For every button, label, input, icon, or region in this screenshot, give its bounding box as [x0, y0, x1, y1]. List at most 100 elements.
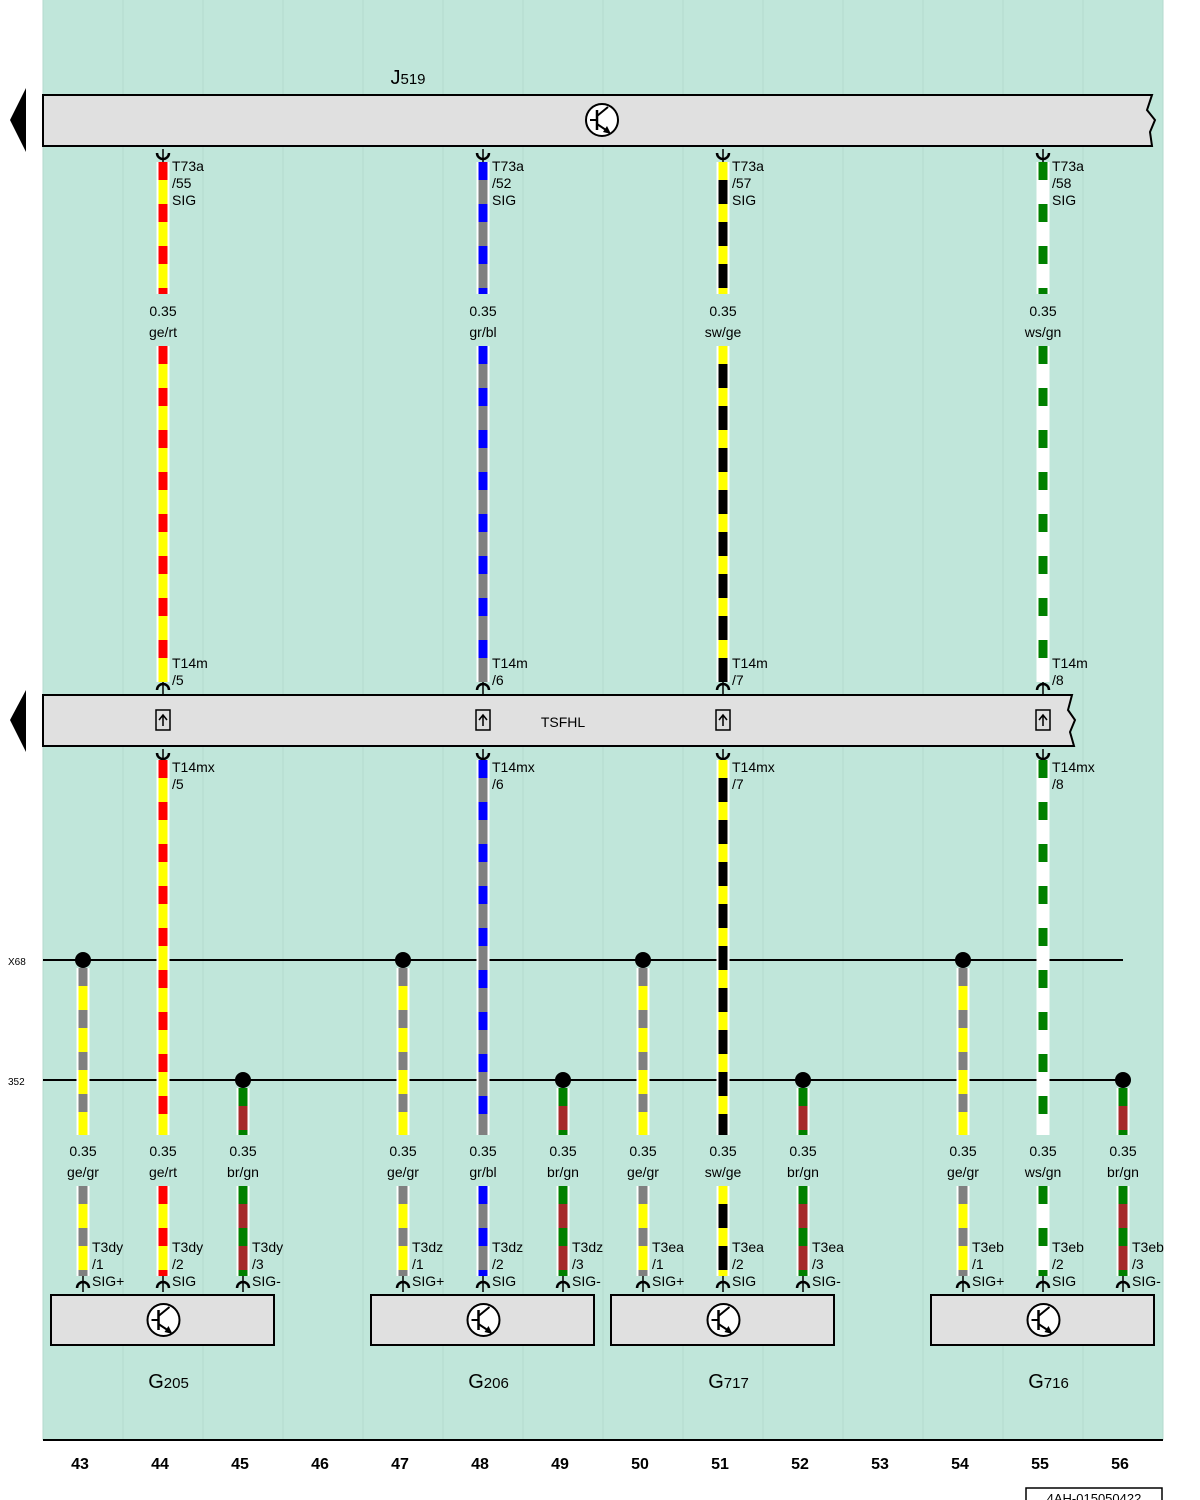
track-number: 45: [231, 1456, 249, 1473]
splice-dot: [955, 952, 971, 968]
sensor-pin-label: T3dy: [92, 1239, 123, 1255]
doc-id-box: [1025, 1487, 1163, 1500]
transistor-circle: [466, 1303, 501, 1337]
t14mx-pin-label: T14mx: [732, 759, 775, 775]
top-pin-label: T73a: [732, 158, 764, 174]
splice-dot: [635, 952, 651, 968]
t14m-pin-label: T14m: [172, 655, 208, 671]
wire-color-code: ge/gr: [67, 1164, 99, 1180]
wire-color-code: ge/gr: [947, 1164, 979, 1180]
module-label-j519: J519: [390, 67, 425, 89]
transistor-circle: [585, 103, 619, 137]
sensor-pin-label: SIG: [732, 1273, 756, 1289]
transistor-arrow: [603, 126, 611, 134]
top-pin-label: /58: [1052, 175, 1072, 191]
wire-color-code: ge/gr: [387, 1164, 419, 1180]
wires: [76, 162, 1130, 1276]
terminal-arrow: [1038, 713, 1048, 726]
wire-color-code: sw/ge: [705, 1164, 742, 1180]
track-number: 44: [151, 1456, 169, 1473]
sensor-pin-label: /2: [492, 1256, 504, 1272]
terminal-icon: [475, 709, 491, 731]
wire-color-code: br/gn: [787, 1164, 819, 1180]
track-number: 56: [1111, 1456, 1129, 1473]
splice-dot: [555, 1072, 571, 1088]
wire-color-code: ws/gn: [1024, 1164, 1062, 1180]
sensor-pin-label: T3eb: [1132, 1239, 1164, 1255]
track-number: 50: [631, 1456, 649, 1473]
t14m-pin-label: /8: [1052, 672, 1064, 688]
sensor-pin-label: /2: [732, 1256, 744, 1272]
t14mx-pin-label: /5: [172, 776, 184, 792]
top-pin-label: /55: [172, 175, 192, 191]
t14mx-pin-label: T14mx: [492, 759, 535, 775]
sensor-pin-label: T3ea: [732, 1239, 764, 1255]
wire-color-code: sw/ge: [705, 324, 742, 340]
sensor-pin-label: SIG: [172, 1273, 196, 1289]
sensor-pin-label: /1: [652, 1256, 664, 1272]
transistor-collector: [1037, 1306, 1051, 1317]
splice-dot: [75, 952, 91, 968]
wire-color-code: br/gn: [227, 1164, 259, 1180]
transistor-arrow: [724, 1326, 733, 1334]
terminal-icon: [155, 709, 171, 731]
t14m-pin-label: T14m: [1052, 655, 1088, 671]
top-pin-label: /57: [732, 175, 752, 191]
transistor-icon: [146, 1303, 181, 1337]
wire-gauge: 0.35: [149, 303, 176, 319]
terminal-arrow: [718, 713, 728, 726]
terminal-icon: [1035, 709, 1051, 731]
wire-color-code: ws/gn: [1024, 324, 1062, 340]
terminal-arrow: [158, 713, 168, 726]
transistor-arrow: [1044, 1326, 1053, 1334]
track-number: 53: [871, 1456, 889, 1473]
sensor-pin-label: /2: [1052, 1256, 1064, 1272]
top-pin-label: SIG: [732, 192, 756, 208]
connector-bar-tsfhl: [42, 694, 1077, 747]
wire-gauge: 0.35: [629, 1143, 656, 1159]
sensor-pin-label: /2: [172, 1256, 184, 1272]
transistor-icon: [1026, 1303, 1061, 1337]
sensor-pin-label: /3: [812, 1256, 824, 1272]
sensor-pin-label: /3: [252, 1256, 264, 1272]
t14mx-pin-label: /8: [1052, 776, 1064, 792]
sensor-pin-label: SIG+: [92, 1273, 124, 1289]
wire-gauge: 0.35: [69, 1143, 96, 1159]
wire-color-code: ge/rt: [149, 1164, 177, 1180]
sensor-pin-label: T3dz: [572, 1239, 603, 1255]
wire-gauge: 0.35: [389, 1143, 416, 1159]
sensor-label: G206: [468, 1371, 509, 1393]
t14m-pin-label: /6: [492, 672, 504, 688]
sensor-pin-label: SIG+: [652, 1273, 684, 1289]
sensor-pin-label: T3dy: [252, 1239, 283, 1255]
transistor-arrow: [484, 1326, 493, 1334]
modules: [10, 88, 1157, 1346]
sensor-label: G716: [1028, 1371, 1069, 1393]
t14m-pin-label: /5: [172, 672, 184, 688]
sensor-pin-label: T3ea: [812, 1239, 844, 1255]
sensor-pin-label: T3eb: [1052, 1239, 1084, 1255]
t14mx-pin-label: T14mx: [172, 759, 215, 775]
top-pin-label: T73a: [1052, 158, 1084, 174]
sensor-pin-label: SIG-: [1132, 1273, 1161, 1289]
transistor-icon: [585, 103, 619, 137]
wire-color-code: br/gn: [547, 1164, 579, 1180]
wire-gauge: 0.35: [149, 1143, 176, 1159]
sensor-pin-label: SIG-: [252, 1273, 281, 1289]
sensor-pin-label: SIG+: [972, 1273, 1004, 1289]
wire-color-code: ge/rt: [149, 324, 177, 340]
track-number: 54: [951, 1456, 969, 1473]
sensor-pin-label: /3: [1132, 1256, 1144, 1272]
sensor-pin-label: T3dz: [492, 1239, 523, 1255]
track-number: 46: [311, 1456, 329, 1473]
transistor-collector: [157, 1306, 171, 1317]
sensor-pin-label: /1: [92, 1256, 104, 1272]
left-arrow-connector: [10, 690, 26, 752]
sensor-pin-label: SIG-: [572, 1273, 601, 1289]
transistor-circle: [1026, 1303, 1061, 1337]
transistor-collector: [477, 1306, 491, 1317]
wire-gauge: 0.35: [469, 303, 496, 319]
wire-gauge: 0.35: [1109, 1143, 1136, 1159]
